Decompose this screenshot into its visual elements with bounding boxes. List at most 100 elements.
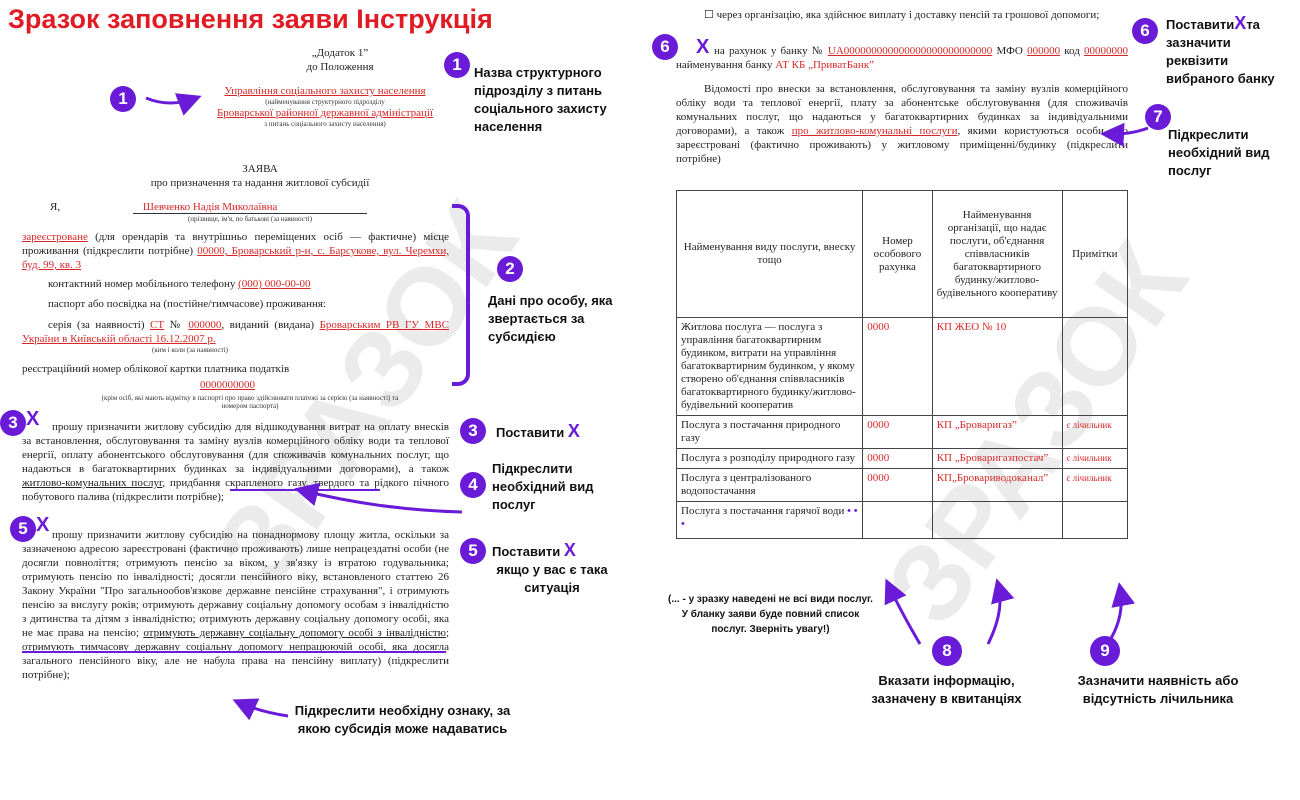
account-cell [862,501,933,539]
org-cell: КП „Броваригаз” [931,415,1063,449]
ellipsis-dots: • • • [681,505,858,530]
x-mark-3: X [26,408,40,430]
arrow-4 [294,482,463,514]
table-row: Житлова послуга — послуга з управління б… [675,317,1129,416]
code-value: 00000000 [1084,45,1129,57]
note-bottom-left: Підкреслити необхідну ознаку, за якою су… [294,703,511,736]
info-underlined: про житлово-комунальні послуги [791,125,958,137]
note-cell [1061,501,1129,539]
x-mark-note-6: X [1234,13,1247,33]
tax-value: 0000000000 [200,379,255,391]
note-1: Назва структурного підрозділу з питань с… [474,65,607,134]
dept-line2: Броварської районної державної адміністр… [216,107,434,119]
mfo-label: МФО [996,45,1023,57]
phone-value: (000) 000-00-00 [238,278,311,290]
x-mark-5: X [36,514,50,536]
arrow-9 [1108,582,1136,641]
tax-label: реєстраційний номер облікової картки пла… [22,363,290,375]
passport-label: паспорт або посвідка на (постійне/тимчас… [48,298,326,310]
x-mark-note-5: X [563,540,576,560]
badge-1-right: 1 [444,52,470,78]
badge-3-left: 3 [0,410,26,436]
page-title: Зразок заповнення заяви Інструкція [8,4,493,34]
header-notes: Примітки [1061,190,1129,318]
header-account: Номер особового рахунка [862,190,933,318]
phone-line: контактний номер мобільного телефону (00… [48,277,448,291]
note-3: Поставити X [496,422,616,442]
bank-name-label: найменування банку [676,59,773,71]
issuer-caption: (ким і коли (за наявності) [152,346,228,354]
org-cell: КП ЖЕО № 10 [931,317,1063,416]
note-cell: є лічильник [1061,468,1129,502]
issued-label: , виданий (видана) [221,319,315,331]
services-info-paragraph: Відомості про внески за встановлення, об… [676,82,1128,166]
code-label: код [1064,45,1080,57]
note-cell [1061,317,1129,416]
org-cell [931,501,1063,539]
department-block: Управління соціального захисту населення… [190,84,460,128]
tax-caption: (крім осіб, які мають відмітку в паспорт… [101,394,399,410]
note-2: Дані про особу, яка звертається за субси… [488,293,613,344]
header-org: Найменування організації, що надає послу… [931,190,1063,318]
para2-text-a: прошу призначити житлову субсидію на пон… [22,529,449,639]
iban-value: UA000000000000000000000000000 [827,45,993,57]
dept-line1: Управління соціального захисту населення [224,85,426,97]
x-mark-note-3: X [567,421,580,441]
org-cell: КП„Бровариводоканал” [931,468,1063,502]
addendum-line1: „Додаток 1” [311,47,369,59]
badge-1-left: 1 [110,86,136,112]
account-cell: 0000 [862,468,933,502]
table-row: Послуга з розподілу природного газу 0000… [675,448,1129,469]
note-9: Зазначити наявність або відсутність лічи… [1077,673,1239,706]
table-header-row: Найменування виду послуги, внеску тощо Н… [675,190,1129,318]
org-delivery-line: ☐ через організацію, яка здійснює виплат… [676,8,1128,22]
badge-6-right: 6 [1132,18,1158,44]
badge-3-right: 3 [460,418,486,444]
application-heading: ЗАЯВА про призначення та надання житлово… [60,162,460,190]
service-cell: Послуга з централізованого водопостачанн… [675,468,864,502]
bracket-applicant [452,204,470,386]
bank-name-value: АТ КБ „ПриватБанк” [775,59,875,71]
phone-label: контактний номер мобільного телефону [48,278,236,290]
arrow-8b [986,578,1015,645]
note-8: Вказати інформацію, зазначену в квитанці… [871,673,1022,706]
heading-title: ЗАЯВА [242,163,278,175]
heading-subtitle: про призначення та надання житлової субс… [150,177,370,189]
note-5-text: Поставити [492,544,561,559]
org-cell: КП „Броваригазпостач” [931,448,1063,469]
note-cell: є лічильник [1061,415,1129,449]
badge-4: 4 [460,472,486,498]
dept-caption1: (найменування структурного підрозділу [265,98,385,106]
note-7: Підкреслити необхідний вид послуг [1168,127,1270,178]
passport-details: серія (за наявності) СТ № 000000, видани… [22,318,449,346]
badge-5-left: 5 [10,516,36,542]
note-5: Поставити X якщо у вас є така ситуація [492,541,612,597]
number-value: 000000 [188,319,222,331]
registered-word: зареєстроване [22,231,88,243]
note-4: Підкреслити необхідний вид послуг [492,461,594,512]
arrow-8a [884,578,922,645]
note-3-text: Поставити [496,425,565,440]
para1-text-a: прошу призначити житлову субсидію для ві… [22,421,449,475]
number-label: № [169,319,183,331]
account-cell: 0000 [862,317,933,416]
para1-underlined: житлово-комунальних послуг [22,477,163,489]
table-row: Послуга з централізованого водопостачанн… [675,468,1129,502]
note-6-text-a: Поставити [1166,17,1235,32]
badge-6-left: 6 [652,34,678,60]
service-text: Послуга з постачання гарячої води [681,505,845,517]
applicant-name: Шевченко Надія Миколаївна [132,201,368,214]
header-service: Найменування виду послуги, внеску тощо [675,190,864,318]
x-mark-6: X [696,36,710,58]
subsidy-paragraph-2: прошу призначити житлову субсидію на пон… [22,528,449,682]
org-line-text: через організацію, яка здійснює виплату … [713,9,1100,21]
badge-9: 9 [1090,636,1120,666]
table-row: Послуга з постачання гарячої води • • • [675,501,1129,539]
series-value: СТ [150,319,165,331]
services-table: Найменування виду послуги, внеску тощо Н… [675,190,1129,539]
table-row: Послуга з постачання природного газу 000… [675,415,1129,449]
badge-2: 2 [497,256,523,282]
arrow-7 [1100,122,1149,147]
badge-8: 8 [932,636,962,666]
applicant-name-caption: (прізвище, ім'я, по батькові (за наявнос… [187,215,313,223]
